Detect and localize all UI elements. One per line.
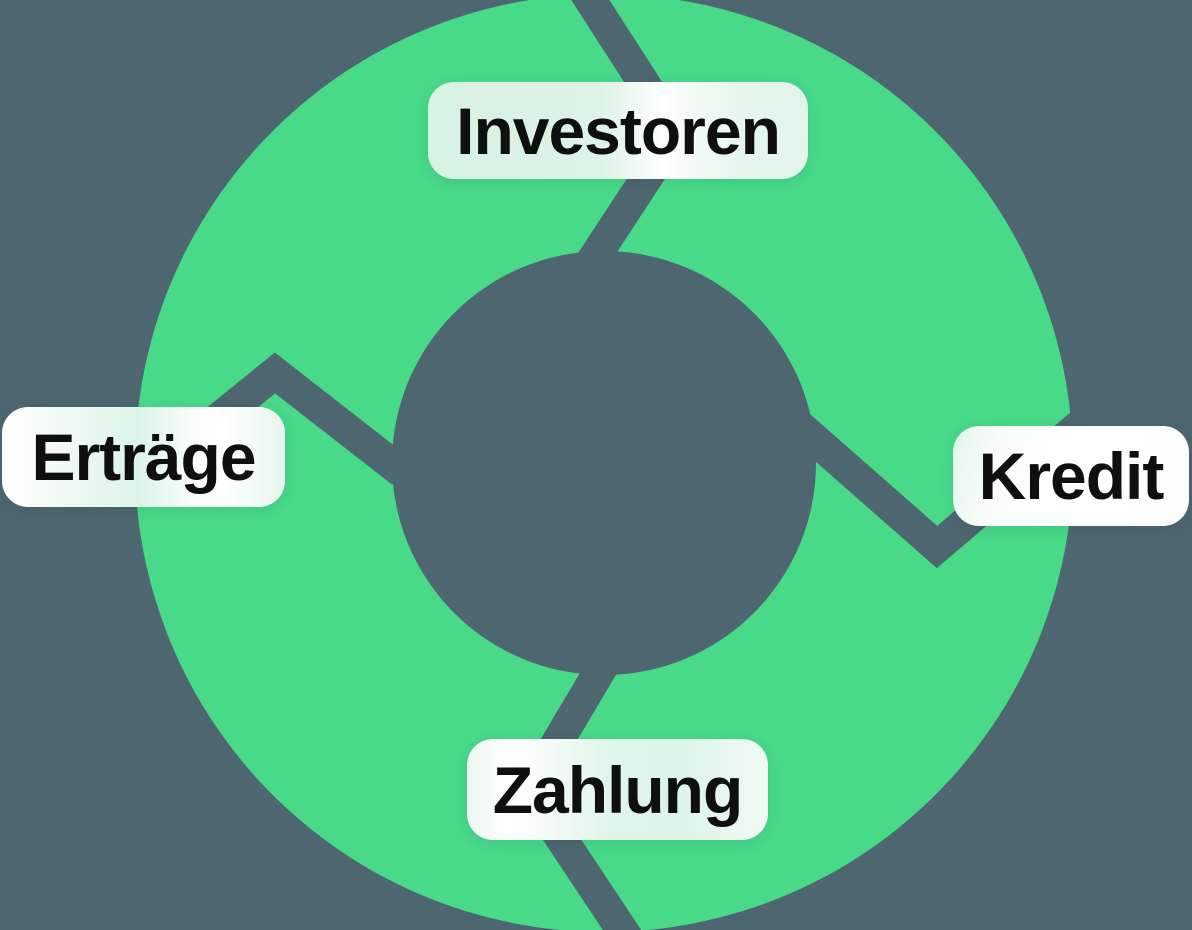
step-badge-kredit: Kredit — [953, 426, 1189, 526]
step-badge-zahlung: Zahlung — [467, 739, 768, 840]
step-badge-investoren: Investoren — [428, 82, 808, 179]
step-label-zahlung: Zahlung — [492, 752, 744, 827]
step-label-ertraege: Erträge — [31, 420, 256, 494]
step-label-kredit: Kredit — [978, 439, 1165, 513]
step-badge-ertraege: Erträge — [2, 407, 285, 507]
ring-center-hole — [392, 251, 816, 675]
step-label-investoren: Investoren — [456, 93, 781, 168]
